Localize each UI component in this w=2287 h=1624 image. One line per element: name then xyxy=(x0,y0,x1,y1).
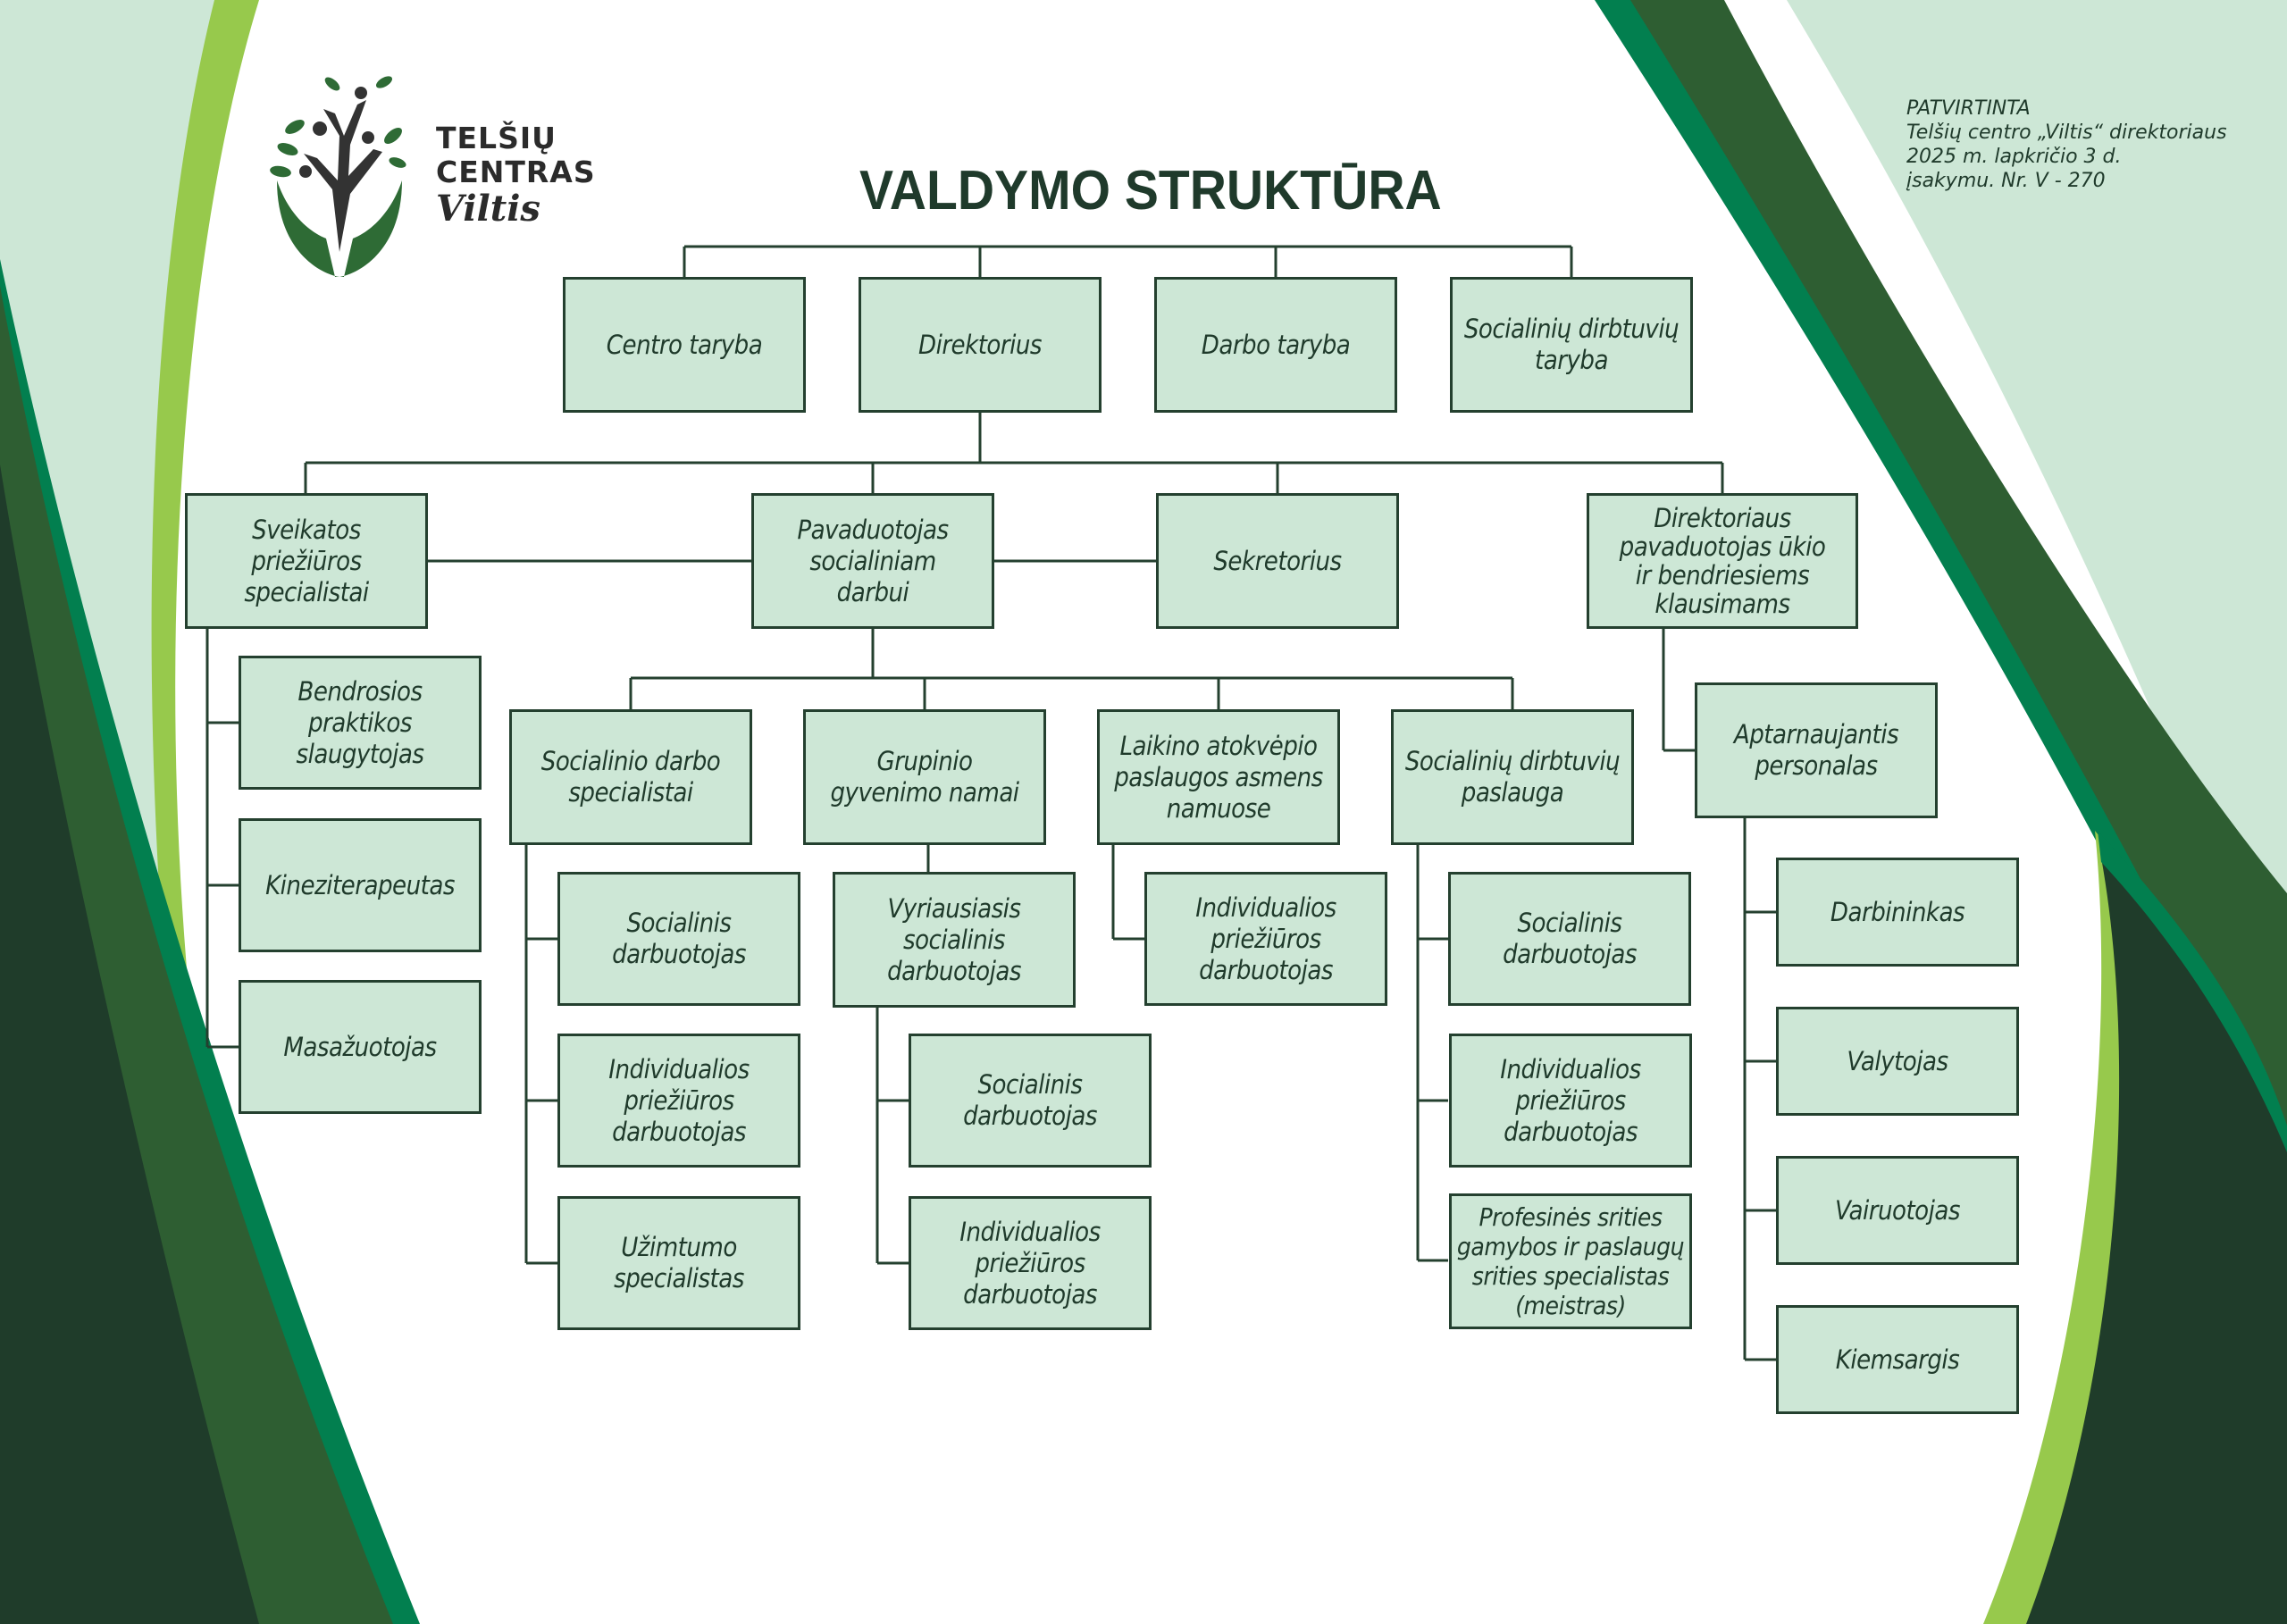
bg-dark-left xyxy=(0,465,259,1624)
approval-note: PATVIRTINTA Telšių centro „Viltis“ direk… xyxy=(1906,96,2227,193)
org-box-profesines-srities-specialistas: Profesinės srities gamybos ir paslaugų s… xyxy=(1449,1193,1692,1329)
org-box-individualios-prieziuros-darbuotojas: Individualios priežiūros darbuotojas xyxy=(557,1034,800,1168)
org-box-individualios-prieziuros-darbuotojas: Individualios priežiūros darbuotojas xyxy=(1449,1034,1692,1168)
approval-line-3: 2025 m. lapkričio 3 d. xyxy=(1906,146,2122,168)
org-box-vyriausiasis-socialinis-darbuotojas: Vyriausiasis socialinis darbuotojas xyxy=(833,872,1076,1008)
approval-line-4: įsakymu. Nr. V - 270 xyxy=(1906,170,2106,192)
org-box-pavaduotojas-socialiniam-darbui: Pavaduotojas socialiniam darbui xyxy=(751,493,994,629)
bg-mint-top-right xyxy=(1787,0,2287,1027)
bg-dark-right xyxy=(2026,858,2287,1624)
org-box-socialinis-darbuotojas: Socialinis darbuotojas xyxy=(909,1034,1152,1168)
org-box-individualios-prieziuros-darbuotojas: Individualios priežiūros darbuotojas xyxy=(1144,872,1387,1006)
org-box-socialinis-darbuotojas: Socialinis darbuotojas xyxy=(557,872,800,1006)
org-box-bendrosios-praktikos-slaugytojas: Bendrosios praktikos slaugytojas xyxy=(239,656,482,790)
org-box-valytojas: Valytojas xyxy=(1776,1007,2019,1116)
org-box-kiemsargis: Kiemsargis xyxy=(1776,1305,2019,1414)
org-box-socialiniu-dirbtuviu-paslauga: Socialinių dirbtuvių paslauga xyxy=(1391,709,1634,845)
org-box-laikino-atokvepio: Laikino atokvėpio paslaugos asmens namuo… xyxy=(1097,709,1340,845)
org-box-vairuotojas: Vairuotojas xyxy=(1776,1156,2019,1265)
org-box-aptarnaujantis-personalas: Aptarnaujantis personalas xyxy=(1695,682,1938,818)
org-box-socialinio-darbo-specialistai: Socialinio darbo specialistai xyxy=(509,709,752,845)
approval-line-2: Telšių centro „Viltis“ direktoriaus xyxy=(1906,121,2227,144)
org-box-uzimtumo-specialistas: Užimtumo specialistas xyxy=(557,1196,800,1330)
org-box-grupinio-gyvenimo-namai: Grupinio gyvenimo namai xyxy=(803,709,1046,845)
logo-tree-hands-icon xyxy=(270,76,406,277)
org-box-individualios-prieziuros-darbuotojas: Individualios priežiūros darbuotojas xyxy=(909,1196,1152,1330)
approval-line-1: PATVIRTINTA xyxy=(1906,97,2031,120)
logo-wordmark: TELŠIŲ CENTRAS Viltis xyxy=(436,121,596,229)
logo-line-3: Viltis xyxy=(436,188,540,230)
org-box-socialiniu-dirbtuviu-taryba: Socialinių dirbtuvių taryba xyxy=(1450,277,1693,413)
org-box-direktoriaus-pavaduotojas-ukio: Direktoriaus pavaduotojas ūkio ir bendri… xyxy=(1587,493,1858,629)
org-box-sekretorius: Sekretorius xyxy=(1156,493,1399,629)
bg-lime-left xyxy=(151,0,259,1036)
org-box-direktorius: Direktorius xyxy=(859,277,1102,413)
page-title: VALDYMO STRUKTŪRA xyxy=(859,160,1442,222)
bg-emerald-right-bottom xyxy=(2098,831,2287,1152)
org-box-darbininkas: Darbininkas xyxy=(1776,858,2019,967)
org-box-centro-taryba: Centro taryba xyxy=(563,277,806,413)
org-box-masazuotojas: Masažuotojas xyxy=(239,980,482,1114)
org-box-kineziterapeutas: Kineziterapeutas xyxy=(239,818,482,952)
logo-line-1: TELŠIŲ xyxy=(436,121,557,155)
org-box-darbo-taryba: Darbo taryba xyxy=(1154,277,1397,413)
logo-line-2: CENTRAS xyxy=(436,155,596,189)
org-box-socialinis-darbuotojas: Socialinis darbuotojas xyxy=(1448,872,1691,1006)
org-box-sveikatos-prieziuros-specialistai: Sveikatos priežiūros specialistai xyxy=(185,493,428,629)
